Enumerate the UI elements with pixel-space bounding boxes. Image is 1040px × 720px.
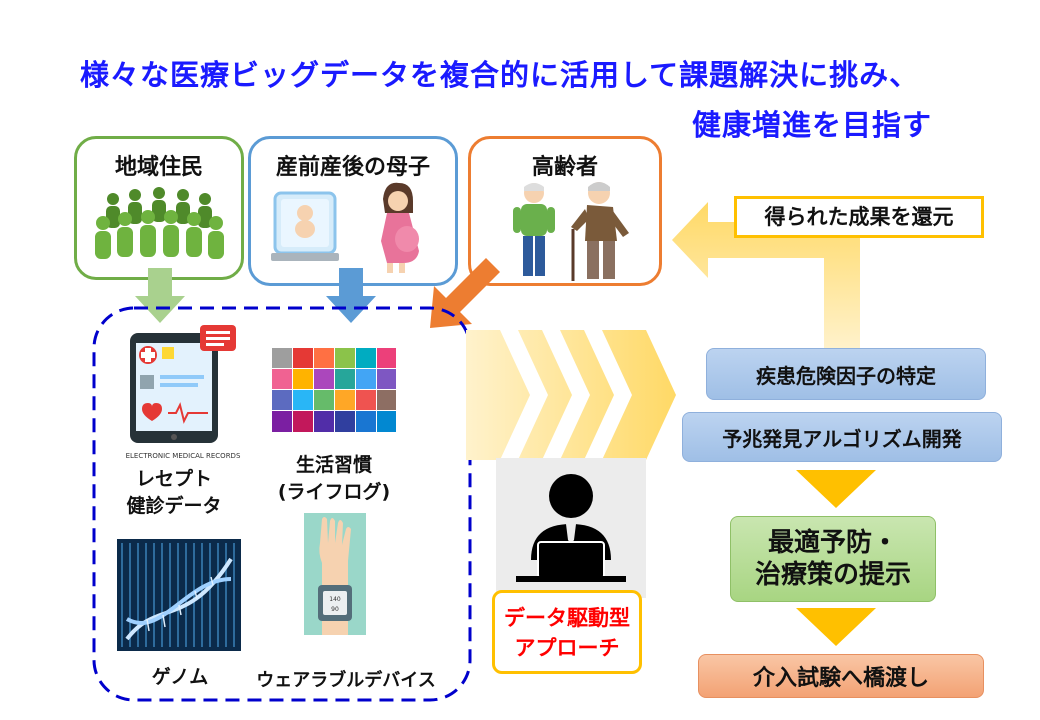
label-receipt-line1: レセプト	[135, 468, 212, 490]
genome-dna-icon	[117, 539, 241, 651]
crowd-icon	[95, 187, 224, 259]
group-label-elderly: 高齢者	[531, 155, 598, 180]
title-line-1: 様々な医療ビッグデータを複合的に活用して課題解決に挑み、	[80, 58, 920, 92]
step-trial: 介入試験へ橋渡し	[698, 654, 984, 698]
lifelog-app-grid-icon	[272, 348, 396, 432]
approach-line2: アプローチ	[514, 636, 620, 661]
pregnant-woman-icon	[381, 182, 419, 273]
svg-text:140: 140	[329, 596, 341, 603]
elderly-man-standing-icon	[513, 183, 555, 276]
label-genome: ゲノム	[151, 666, 209, 688]
label-lifelog-line2: (ライフログ)	[277, 480, 391, 503]
step-prevention: 最適予防・ 治療策の提示	[730, 516, 936, 602]
feedback-return-arrow	[672, 202, 860, 350]
group-local-residents: 地域住民	[74, 136, 244, 280]
label-lifelog-line1: 生活習慣	[295, 454, 372, 476]
data-flow-chevron-arrow	[466, 330, 676, 460]
approach-line1: データ駆動型	[504, 606, 630, 630]
group-label-local-residents: 地域住民	[114, 155, 203, 180]
step-prevention-line1: 最適予防・	[767, 527, 898, 558]
svg-text:90: 90	[331, 606, 339, 613]
electronic-medical-records-icon	[130, 325, 236, 443]
step-prevention-line2: 治療策の提示	[754, 560, 911, 590]
arrow-down-yellow-1	[796, 470, 876, 508]
group-elderly: 高齢者	[468, 136, 662, 286]
elderly-man-cane-icon	[571, 182, 629, 281]
wearable-watch-icon: 140 90	[304, 513, 366, 635]
feedback-label: 得られた成果を還元	[734, 196, 984, 238]
analyst-person-icon	[496, 458, 646, 598]
title-line-2: 健康増進を目指す	[692, 108, 933, 142]
data-driven-approach-box: データ駆動型 アプローチ	[492, 590, 642, 674]
baby-incubator-icon	[271, 191, 339, 261]
arrow-down-yellow-2	[796, 608, 876, 646]
group-label-mother-child: 産前産後の母子	[275, 155, 430, 180]
label-receipt: レセプト 健診データ	[104, 466, 244, 519]
data-region-border	[92, 306, 472, 702]
label-receipt-line2: 健診データ	[126, 494, 222, 517]
group-mother-child: 産前産後の母子	[248, 136, 458, 286]
step-algorithm: 予兆発見アルゴリズム開発	[682, 412, 1002, 462]
step-risk-factor: 疾患危険因子の特定	[706, 348, 986, 400]
label-wearable: ウェアラブルデバイス	[256, 670, 436, 691]
ehr-caption: ELECTRONIC MEDICAL RECORDS	[125, 452, 241, 460]
label-lifelog: 生活習慣 (ライフログ)	[262, 452, 406, 505]
